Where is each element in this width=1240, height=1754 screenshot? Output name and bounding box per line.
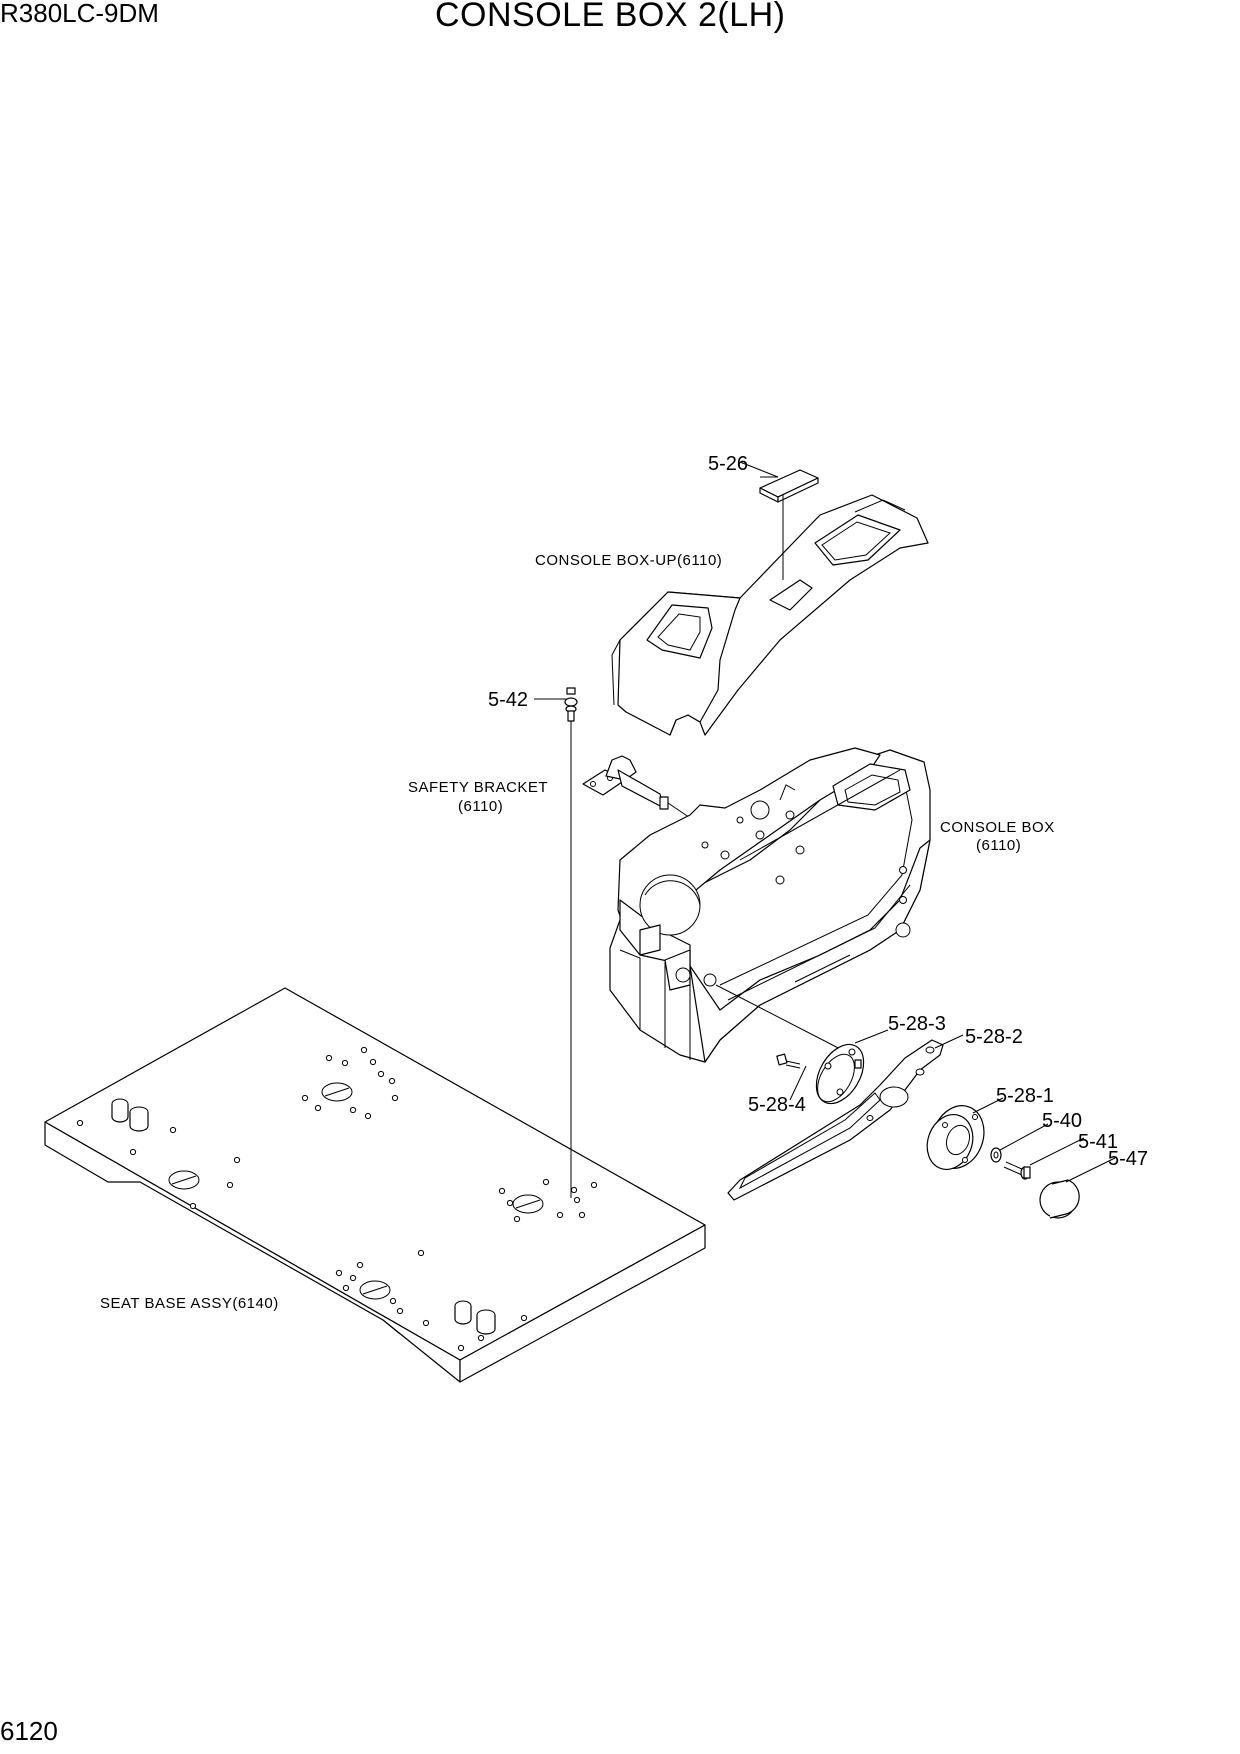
leader-5-28-2: [934, 1034, 964, 1049]
console-box: [609, 747, 931, 1063]
seat-base-holes: [76, 1046, 598, 1352]
washer-5-40: [990, 1147, 1002, 1163]
seat-base-slot: [168, 1082, 544, 1300]
caption-console-box-ref: (6110): [976, 837, 1021, 854]
bolt-5-42: [564, 687, 578, 722]
callout-5-28-2: 5-28-2: [965, 1026, 1023, 1048]
cap-5-47: [1039, 1179, 1080, 1219]
leader-5-28-1: [972, 1097, 1004, 1114]
caption-safety-bracket: SAFETY BRACKET: [408, 779, 548, 796]
callout-5-28-3: 5-28-3: [888, 1013, 946, 1035]
page-title: CONSOLE BOX 2(LH): [435, 0, 786, 34]
caption-safety-bracket-ref: (6110): [458, 798, 503, 815]
callout-5-47: 5-47: [1108, 1148, 1148, 1170]
leader-5-40: [999, 1123, 1049, 1151]
lever-5-28-2: [727, 1039, 944, 1201]
safety-bracket: [582, 755, 669, 810]
seat-base-boss: [111, 1098, 496, 1335]
leader-5-47: [1065, 1157, 1116, 1183]
caption-console-box-up: CONSOLE BOX-UP(6110): [535, 552, 722, 569]
callout-5-28-4: 5-28-4: [748, 1094, 806, 1116]
leader-console-box: [715, 984, 849, 1054]
leader-5-28-3: [854, 1029, 889, 1044]
screw-5-28-4: [776, 1053, 801, 1069]
callout-5-41: 5-41: [1078, 1131, 1118, 1153]
callout-5-28-1: 5-28-1: [996, 1085, 1054, 1107]
pad-5-26: [759, 469, 819, 503]
bolt-5-41: [1003, 1161, 1031, 1180]
leader-5-41: [1029, 1137, 1085, 1166]
seat-base-assy: [44, 987, 706, 1383]
callout-5-40: 5-40: [1042, 1110, 1082, 1132]
caption-seat-base: SEAT BASE ASSY(6140): [100, 1295, 279, 1312]
page-number: 6120: [0, 1716, 58, 1746]
leader-5-28-4: [789, 1065, 807, 1101]
callout-5-42: 5-42: [488, 689, 528, 711]
callout-5-26-tick: [739, 461, 779, 478]
console-box-up: [611, 494, 929, 736]
hub-5-28-1: [926, 1105, 985, 1170]
ring-5-28-3: [815, 1043, 865, 1105]
model-number: R380LC-9DM: [0, 0, 159, 28]
callout-5-26: 5-26: [708, 453, 748, 475]
caption-console-box: CONSOLE BOX: [940, 819, 1055, 836]
